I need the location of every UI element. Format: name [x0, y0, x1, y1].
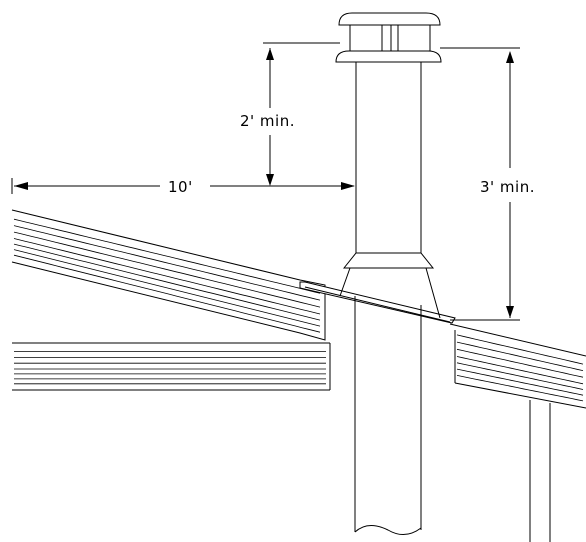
wood-grain-line: [456, 368, 584, 396]
dimension-2ft-label: 2' min.: [240, 112, 295, 130]
roof-deck-right: [449, 323, 586, 409]
chimney-pipe-lower: [354, 296, 422, 535]
dimension-2ft: 2' min.: [240, 42, 340, 186]
wood-grain-line: [13, 238, 321, 315]
chimney-cap: [335, 12, 442, 63]
wood-grain-line: [456, 356, 584, 385]
dimension-10ft: 10': [11, 178, 355, 196]
wood-grain-line: [13, 254, 321, 333]
upper-roof-wood-grain: [13, 218, 321, 333]
lower-beam-wood-grain: [14, 351, 326, 385]
wood-grain-line: [456, 362, 584, 390]
lower-wood-beam: [12, 342, 331, 391]
dimension-3ft-label: 3' min.: [480, 178, 535, 196]
wood-grain-line: [13, 231, 321, 308]
dimension-3ft: 3' min.: [440, 47, 535, 321]
right-roof-wood-grain: [456, 334, 584, 402]
upper-roof-deck-left: [11, 209, 326, 341]
wood-grain-line: [13, 218, 321, 294]
wood-grain-line: [456, 375, 584, 402]
wood-grain-line: [13, 249, 321, 327]
wood-grain-line: [456, 348, 584, 378]
wall-studs: [529, 400, 551, 542]
wood-grain-line: [456, 334, 584, 365]
chimney-pipe-upper: [355, 62, 422, 253]
dimension-10ft-label: 10': [168, 178, 193, 196]
wood-grain-line: [13, 243, 321, 321]
wood-grain-line: [456, 341, 584, 371]
wood-grain-line: [13, 225, 321, 301]
